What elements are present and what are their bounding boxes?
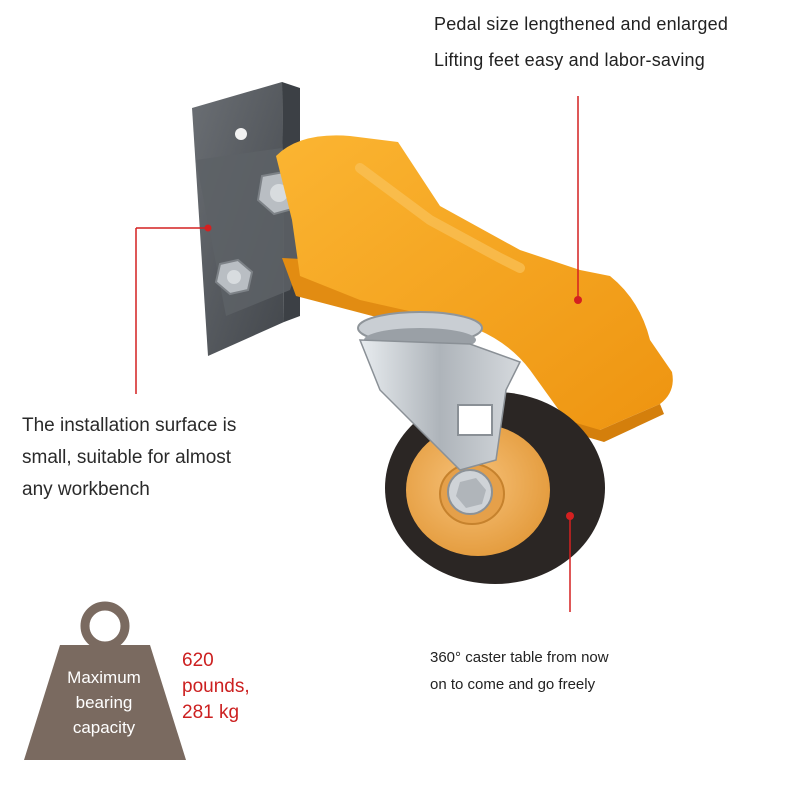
capacity-value-line1: 620 <box>182 650 214 671</box>
capacity-value-line3: 281 kg <box>182 702 240 723</box>
weight-icon <box>24 601 186 760</box>
weight-label: Maximum bearing capacity <box>44 665 164 740</box>
callout-caster <box>566 512 574 612</box>
capacity-value-line2: pounds, <box>182 676 250 697</box>
installation-caption-line3: any workbench <box>22 479 150 500</box>
capacity-value: 620 pounds, 281 kg <box>182 648 292 726</box>
caster-caption-line2: on to come and go freely <box>430 676 596 693</box>
bolt-lower <box>214 258 254 296</box>
axle-nut <box>447 469 493 515</box>
callout-installation <box>135 224 212 394</box>
pedal-caption-line2: Lifting feet easy and labor-saving <box>434 50 705 70</box>
fork-bracket <box>358 339 522 471</box>
installation-caption-line1: The installation surface is <box>22 415 237 436</box>
callout-pedal <box>574 96 582 304</box>
pedal-caption-line1: Pedal size lengthened and enlarged <box>434 14 729 34</box>
installation-caption-line2: small, suitable for almost <box>22 447 232 468</box>
weight-label-line3: capacity <box>72 718 136 737</box>
caster-caption: 360° caster table from now on to come an… <box>430 644 690 698</box>
caster-caption-line1: 360° caster table from now <box>430 649 609 666</box>
weight-label-line1: Maximum <box>67 668 141 687</box>
weight-label-line2: bearing <box>75 693 133 712</box>
installation-caption: The installation surface is small, suita… <box>22 410 302 506</box>
